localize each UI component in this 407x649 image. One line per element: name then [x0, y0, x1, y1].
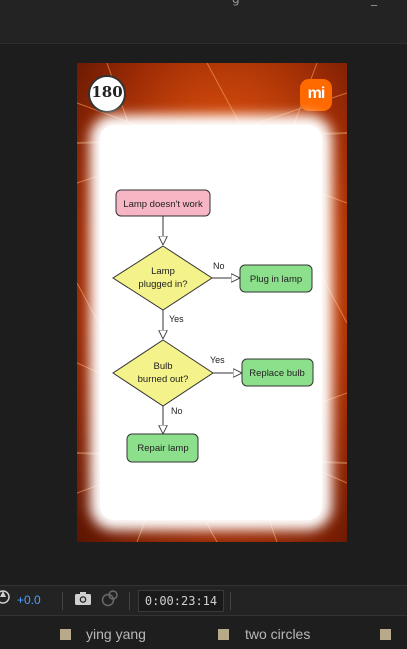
layer-list: ying yang two circles [0, 617, 407, 649]
decision-bulb-burned [112, 339, 214, 407]
divider [62, 592, 63, 610]
video-frame[interactable]: 180 mi Lamp doesn't work Lamp plugged in… [77, 63, 347, 542]
decision-plugged-in [112, 245, 213, 311]
minimize-button[interactable]: _ [371, 0, 377, 6]
plug-in-box [239, 264, 313, 293]
monitor-controls: +0.0 0:00:23:14 [0, 585, 407, 616]
divider [230, 592, 231, 610]
exposure-icon[interactable] [0, 590, 10, 604]
snapshot-icon[interactable] [101, 590, 119, 607]
decision2-no-label: No [171, 406, 183, 416]
repair-lamp-label: Repair lamp [137, 443, 188, 454]
top-bar-text: g [232, 0, 240, 6]
decision1-line1: Lamp [151, 266, 175, 277]
layer-name: ying yang [86, 626, 146, 642]
decision2-line1: Bulb [153, 361, 172, 372]
replace-bulb-label: Replace bulb [249, 368, 304, 379]
replace-bulb-box [241, 358, 314, 387]
top-bar: g _ [0, 0, 407, 44]
decision2-line2: burned out? [138, 374, 189, 385]
logo-180: 180 [88, 75, 126, 113]
layer-color-swatch[interactable] [380, 629, 391, 640]
layer-color-swatch[interactable] [218, 629, 229, 640]
layer-color-swatch[interactable] [60, 629, 71, 640]
divider [129, 592, 130, 610]
xiaomi-logo: mi [300, 79, 332, 111]
decision1-no-label: No [213, 261, 225, 271]
decision1-yes-label: Yes [169, 314, 184, 324]
timecode-field[interactable]: 0:00:23:14 [138, 590, 224, 612]
layer-name: two circles [245, 626, 311, 642]
plug-in-label: Plug in lamp [250, 274, 302, 285]
flowchart: Lamp doesn't work Lamp plugged in? No Pl… [112, 189, 314, 463]
start-label: Lamp doesn't work [123, 199, 203, 210]
camera-icon[interactable] [74, 591, 92, 606]
decision1-line2: plugged in? [138, 279, 187, 290]
decision2-yes-label: Yes [210, 355, 225, 365]
repair-lamp-box [126, 433, 199, 463]
exposure-value[interactable]: +0.0 [17, 593, 41, 607]
